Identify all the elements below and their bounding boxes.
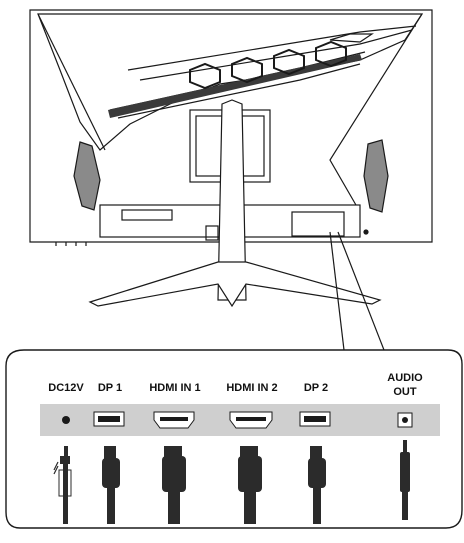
port-label-hdmi1: HDMI IN 1 bbox=[149, 382, 201, 394]
monitor-rear-view bbox=[29, 9, 433, 308]
port-label-audio-line1: AUDIO bbox=[387, 372, 423, 384]
hdmi2-cable bbox=[238, 446, 262, 524]
hexagon-deco-group bbox=[189, 40, 347, 90]
left-grip bbox=[73, 141, 101, 211]
lower-port-recess bbox=[291, 211, 345, 237]
stand-clip bbox=[205, 225, 219, 241]
dc-power-cable bbox=[53, 446, 72, 524]
diagonal-seam-right bbox=[329, 13, 423, 213]
hdmi2-port bbox=[229, 411, 273, 429]
port-label-audio-line2: OUT bbox=[393, 386, 417, 398]
callout-line-right bbox=[337, 231, 385, 351]
stand-base bbox=[88, 261, 382, 308]
right-grip bbox=[363, 139, 389, 213]
dp2-port bbox=[299, 411, 331, 427]
dc12v-port bbox=[62, 416, 70, 424]
label-recess bbox=[121, 209, 173, 221]
port-label-dc12v: DC12V bbox=[48, 382, 84, 394]
dp1-cable bbox=[102, 446, 120, 524]
cables bbox=[53, 440, 410, 524]
port-label-dp1: DP 1 bbox=[97, 382, 123, 394]
hdmi1-cable bbox=[162, 446, 186, 524]
audio-cable bbox=[400, 440, 410, 520]
kensington-slot bbox=[363, 229, 369, 235]
arrow-deco bbox=[329, 33, 374, 43]
hdmi1-port bbox=[153, 411, 195, 429]
callout-line-left bbox=[329, 231, 345, 351]
diagonal-seam-left bbox=[37, 13, 106, 151]
dp2-cable bbox=[308, 446, 326, 524]
audio-out-port bbox=[397, 412, 413, 428]
port-label-hdmi2: HDMI IN 2 bbox=[226, 382, 278, 394]
bottom-buttons bbox=[55, 242, 87, 246]
port-label-dp2: DP 2 bbox=[303, 382, 329, 394]
dp1-port bbox=[93, 411, 125, 427]
callout-lines bbox=[329, 231, 385, 351]
